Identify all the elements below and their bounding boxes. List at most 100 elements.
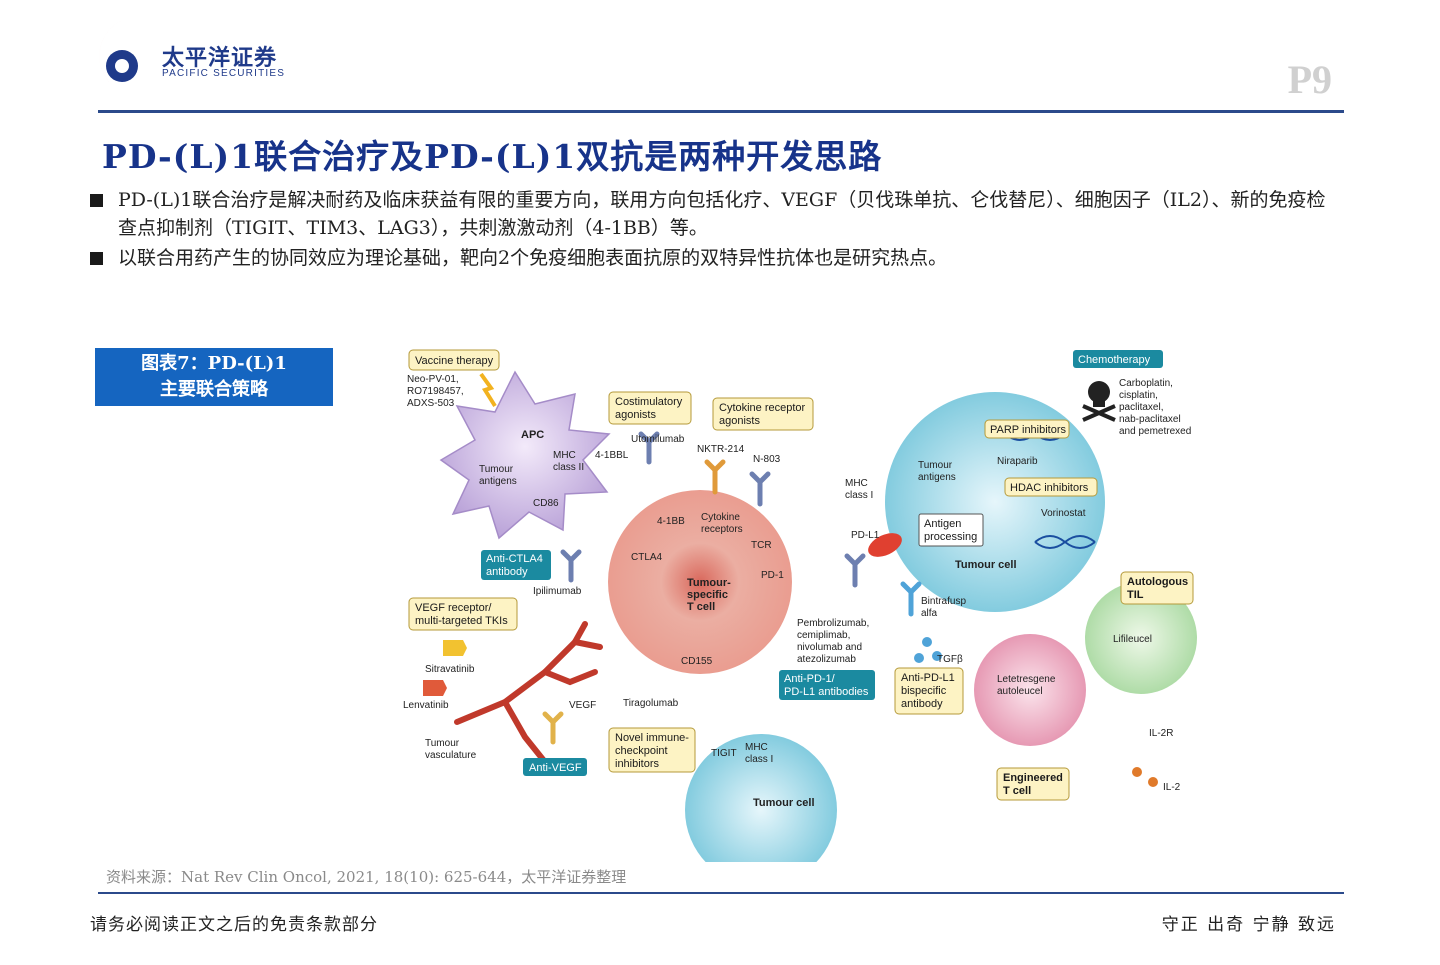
til-label-1: Autologous bbox=[1127, 576, 1188, 588]
hdac-label: HDAC inhibitors bbox=[1010, 482, 1089, 494]
tumour-cell-right bbox=[885, 392, 1105, 612]
pd-drug-2: cemiplimab, bbox=[797, 630, 850, 641]
t-cell bbox=[608, 490, 792, 674]
cd86-label: CD86 bbox=[533, 498, 559, 509]
chemo-drug-4: nab-paclitaxel bbox=[1119, 414, 1181, 425]
engineered-t-cell bbox=[974, 634, 1086, 746]
page-number: P9 bbox=[1287, 57, 1332, 102]
ap-label-1: Antigen bbox=[924, 518, 961, 530]
vaccine-drug-2: RO7198457, bbox=[407, 386, 464, 397]
anti-pdl1-bispecific-box bbox=[894, 667, 964, 715]
chemo-drug-5: and pemetrexed bbox=[1119, 426, 1191, 437]
utomilumab-label: Utomilumab bbox=[631, 434, 685, 445]
pdl1-label: PD-L1 bbox=[851, 530, 880, 541]
mhc2-label-1: MHC bbox=[553, 450, 576, 461]
vegf-label: VEGF bbox=[569, 700, 596, 711]
tumour-vasc-1: Tumour bbox=[425, 738, 460, 749]
4-1bbl-label: 4-1BBL bbox=[595, 450, 629, 461]
eng-label-2: T cell bbox=[1003, 785, 1031, 797]
bullet-square-icon bbox=[90, 252, 103, 265]
tcell-label-1: Tumour- bbox=[687, 577, 731, 589]
tiragolumab-label: Tiragolumab bbox=[623, 698, 679, 709]
tcell-label-2: specific bbox=[687, 589, 728, 601]
tumour-vasc-2: vasculature bbox=[425, 750, 477, 761]
mhc1-b-1: MHC bbox=[745, 742, 768, 753]
tumour-cell-r-label: Tumour cell bbox=[955, 559, 1017, 571]
apc-antigens-2: antigens bbox=[479, 476, 517, 487]
cytokine-agonist-label-2: agonists bbox=[719, 415, 760, 427]
bullet-item: 以联合用药产生的协同效应为理论基础，靶向2个免疫细胞表面抗原的双特异性抗体也是研… bbox=[90, 244, 1340, 272]
tcell-label-3: T cell bbox=[687, 601, 715, 613]
costim-label-2: agonists bbox=[615, 409, 656, 421]
vegf-tki-box bbox=[408, 597, 518, 631]
footer-divider bbox=[98, 892, 1344, 894]
vorinostat-label: Vorinostat bbox=[1041, 508, 1086, 519]
chemotherapy-box bbox=[1073, 350, 1163, 368]
engineered-t-cell-box bbox=[996, 767, 1070, 801]
company-logo bbox=[99, 18, 150, 96]
chemo-drug-3: paclitaxel, bbox=[1119, 402, 1163, 413]
vegf-tki-label-1: VEGF receptor/ bbox=[415, 602, 492, 614]
parp-box bbox=[984, 419, 1070, 439]
chemotherapy-label: Chemotherapy bbox=[1078, 354, 1151, 366]
tgfb-label: TGFβ bbox=[937, 654, 963, 665]
mhc1-b-2: class I bbox=[745, 754, 773, 765]
pd-drug-1: Pembrolizumab, bbox=[797, 618, 869, 629]
til-cell bbox=[1085, 582, 1197, 694]
bintrafusp-2: alfa bbox=[921, 608, 938, 619]
anti-ctla4-box bbox=[481, 550, 551, 580]
4-1bb-label: 4-1BB bbox=[657, 516, 685, 527]
ap-label-2: processing bbox=[924, 531, 977, 543]
autologous-til-box bbox=[1120, 571, 1194, 605]
figure-label: 图表7：PD-(L)1 主要联合策略 bbox=[95, 348, 333, 406]
novel-checkpoint-box bbox=[608, 727, 696, 773]
anti-vegf-icon bbox=[542, 711, 564, 745]
hdac-box bbox=[1004, 477, 1098, 497]
skull-icon bbox=[1082, 381, 1116, 422]
cytokine-receptor-icon bbox=[704, 459, 726, 495]
til-label-2: TIL bbox=[1127, 589, 1144, 601]
tumour-antigens-r-2: antigens bbox=[918, 472, 956, 483]
cyto-rec-2: receptors bbox=[701, 524, 743, 535]
combination-strategy-diagram: Vaccine therapy Costimulatory agonists C… bbox=[395, 342, 1235, 886]
vaccine-box-label: Vaccine therapy bbox=[415, 355, 494, 367]
page-title: PD-(L)1联合治疗及PD-(L)1双抗是两种开发思路 bbox=[102, 137, 883, 176]
disclaimer-note: 请务必阅读正文之后的免责条款部分 bbox=[90, 915, 378, 935]
bi-label-2: bispecific bbox=[901, 685, 947, 697]
anti-ctla4-label-1: Anti-CTLA4 bbox=[486, 553, 543, 565]
cyto-rec-1: Cytokine bbox=[701, 512, 740, 523]
mhc2-label-2: class II bbox=[553, 462, 584, 473]
tumour-antigens-r-1: Tumour bbox=[918, 460, 953, 471]
brand-name-cn: 太平洋证券 bbox=[162, 46, 278, 71]
bullet-text: 以联合用药产生的协同效应为理论基础，靶向2个免疫细胞表面抗原的双特异性抗体也是研… bbox=[118, 247, 948, 269]
antigen-processing-box bbox=[918, 513, 984, 547]
brand-name-en: PACIFIC SECURITIES bbox=[162, 68, 286, 79]
mhc1-r-2: class I bbox=[845, 490, 873, 501]
niraparib-label: Niraparib bbox=[997, 456, 1038, 467]
bullet-list: PD-(L)1联合治疗是解决耐药及临床获益有限的重要方向，联用方向包括化疗、VE… bbox=[90, 186, 1340, 274]
bi-label-1: Anti-PD-L1 bbox=[901, 672, 955, 684]
antibody-icon bbox=[560, 431, 866, 588]
bi-label-3: antibody bbox=[901, 698, 943, 710]
n803-label: N-803 bbox=[753, 454, 781, 465]
lenvatinib-label: Lenvatinib bbox=[403, 700, 449, 711]
il2r-label: IL-2R bbox=[1149, 728, 1173, 739]
bullet-item: PD-(L)1联合治疗是解决耐药及临床获益有限的重要方向，联用方向包括化疗、VE… bbox=[90, 186, 1340, 242]
anti-pd1-box bbox=[779, 670, 875, 700]
letetresgene-2: autoleucel bbox=[997, 686, 1043, 697]
il2-label: IL-2 bbox=[1163, 782, 1181, 793]
parp-label: PARP inhibitors bbox=[990, 424, 1067, 436]
tumour-cell-bottom bbox=[685, 734, 837, 886]
novel-label-3: inhibitors bbox=[615, 758, 660, 770]
figure-label-line2: 主要联合策略 bbox=[160, 379, 268, 400]
figure-label-line1: 图表7：PD-(L)1 bbox=[141, 353, 287, 374]
anti-pd1-label-2: PD-L1 antibodies bbox=[784, 686, 869, 698]
pd-drug-4: atezolizumab bbox=[797, 654, 856, 665]
sitravatinib-icon bbox=[443, 640, 467, 656]
cytokine-agonist-box bbox=[712, 397, 814, 431]
tumour-cell-b-label: Tumour cell bbox=[753, 797, 815, 809]
anti-vegf-label: Anti-VEGF bbox=[529, 762, 582, 774]
novel-label-2: checkpoint bbox=[615, 745, 668, 757]
apc-antigens-1: Tumour bbox=[479, 464, 514, 475]
costim-label-1: Costimulatory bbox=[615, 396, 683, 408]
